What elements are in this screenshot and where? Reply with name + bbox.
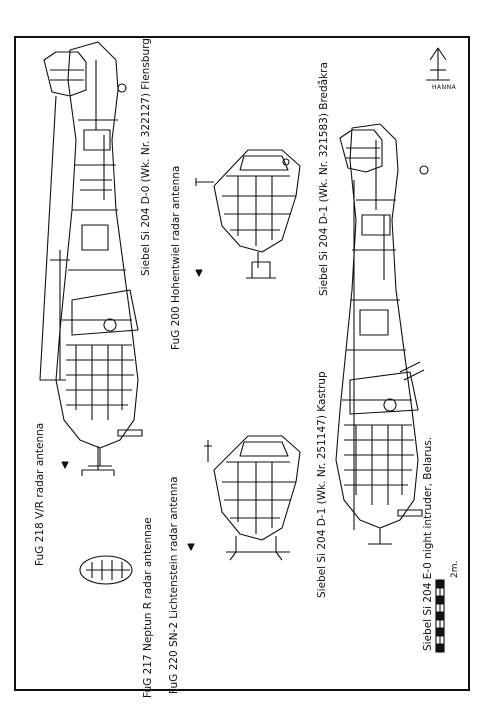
aircraft-side-view-d0 [39,41,143,467]
scale-bar-label: 2m. [450,560,460,578]
nose-detail-fug200 [195,149,301,279]
label-fug200-antenna: FuG 200 Hohentwiel radar antenna [170,165,182,350]
logo-text: HANNA [432,84,457,91]
nose-detail-fug220 [204,435,301,561]
antenna-sketch-fug218 [81,446,115,476]
sheet-border [14,36,470,691]
label-si204-d1-bredakra: Siebel Si 204 D-1 (Wk. Nr. 321583) Bredå… [318,62,330,296]
label-si204-d0-flensburg: Siebel Si 204 D-0 (Wk. Nr. 322127) Flens… [140,38,152,276]
brand-logo-icon [426,47,450,81]
label-si204-e0-belarus: Siebel Si 204 E-0 night intruder, Belaru… [422,436,434,651]
aircraft-side-view-d1 [335,123,429,545]
label-fug218-antenna: FuG 218 V/R radar antenna [34,422,46,566]
label-fug217-antennae: FuG 217 Neptun R radar antennae [142,517,154,698]
label-si204-d1-kastrup: Siebel Si 204 D-1 (Wk. Nr. 251147) Kastr… [316,371,328,598]
label-fug220-antenna: FuG 220 SN-2 Lichtenstein radar antenna [168,476,180,694]
scale-bar [435,579,445,653]
antenna-sketch-fug217 [79,555,133,585]
